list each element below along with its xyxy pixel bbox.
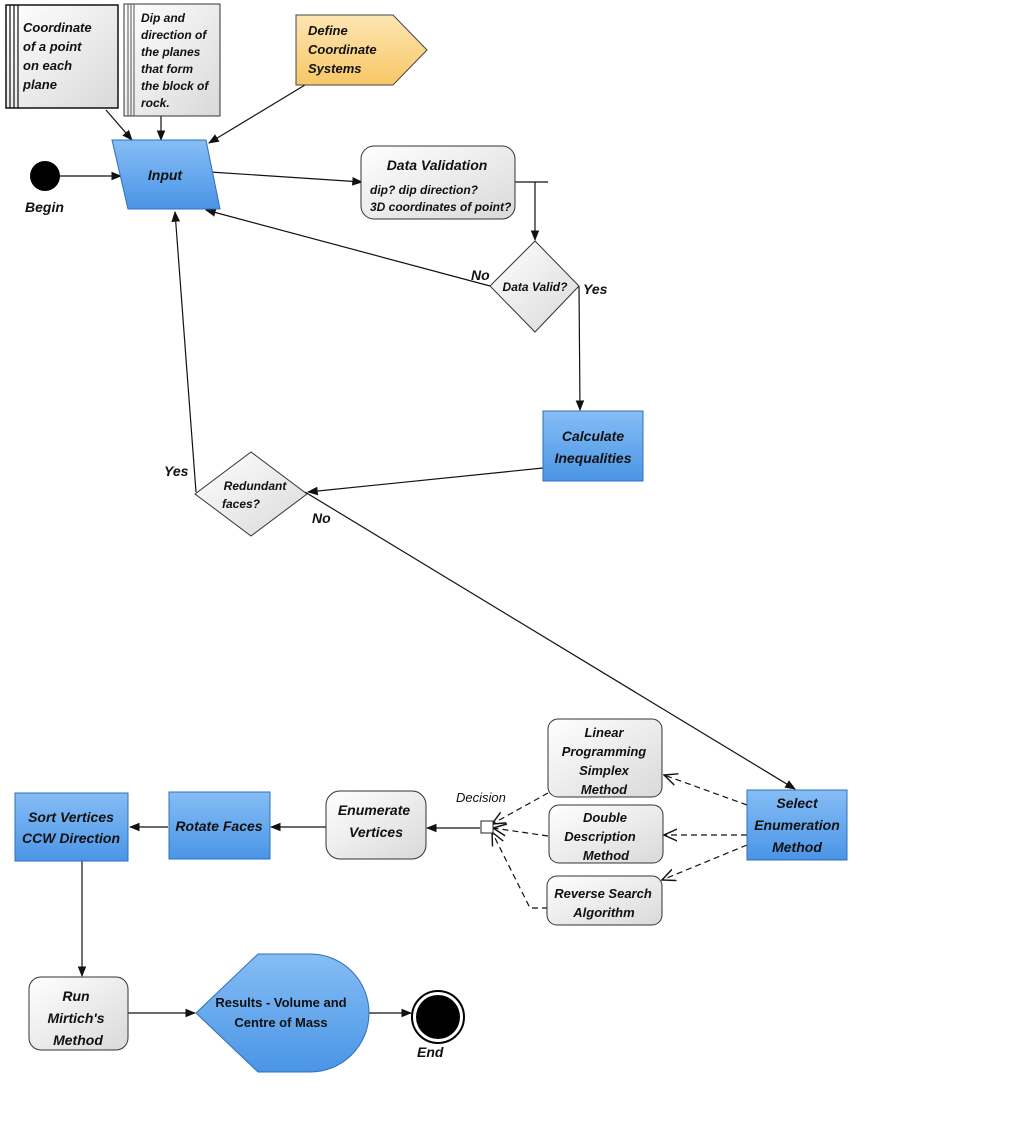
reverse-line-1: Reverse Search [554, 886, 652, 901]
edge-linear-decision [492, 792, 549, 824]
enumerate-line-1: Enumerate [338, 802, 411, 818]
edge-redundant-no-select [304, 491, 796, 790]
double-line-2: Description [564, 829, 636, 844]
select-enum-line-2: Enumeration [754, 817, 840, 833]
enumerate-vertices-node[interactable]: Enumerate Vertices [325, 790, 427, 860]
end-node[interactable]: End [411, 990, 465, 1060]
mirtich-line-3: Method [53, 1032, 103, 1048]
edge-select-reverse [662, 844, 748, 880]
select-enumeration-method-node[interactable]: Select Enumeration Method [746, 789, 848, 861]
edge-reverse-decision [492, 832, 548, 909]
dip-note-line-1: Dip and [141, 11, 186, 25]
decision-node[interactable]: Decision [456, 790, 506, 834]
double-line-3: Method [583, 848, 630, 863]
label-redundant-yes: Yes [164, 463, 189, 479]
run-mirtich-node[interactable]: Run Mirtich's Method [28, 976, 129, 1051]
define-coordinate-systems[interactable]: Define Coordinate Systems [295, 14, 428, 86]
data-valid-decision[interactable]: Data Valid? [489, 240, 580, 333]
linear-line-4: Method [581, 782, 628, 797]
coordinate-note-line-3: on each [23, 58, 72, 73]
redundant-line-1: Redundant [224, 479, 288, 493]
define-coords-line-2: Coordinate [308, 42, 377, 57]
label-data-valid-no: No [471, 267, 490, 283]
decision-label: Decision [456, 790, 506, 805]
calculate-inequalities-node[interactable]: Calculate Inequalities [542, 410, 644, 482]
rotate-label: Rotate Faces [175, 818, 262, 834]
results-line-1: Results - Volume and [215, 995, 346, 1010]
data-valid-label: Data Valid? [503, 280, 569, 294]
dip-direction-note[interactable]: Dip and direction of the planes that for… [123, 3, 221, 117]
linear-line-1: Linear [584, 725, 624, 740]
input-node[interactable]: Input [111, 139, 221, 210]
edge-redundant-yes-input [171, 210, 197, 493]
select-enum-line-3: Method [772, 839, 822, 855]
edge-double-decision [493, 828, 549, 837]
dashed-edges [492, 775, 748, 909]
double-line-1: Double [583, 810, 627, 825]
end-label: End [417, 1044, 444, 1060]
edges [60, 84, 796, 1018]
dip-note-line-3: the planes [141, 45, 201, 59]
begin-node[interactable]: Begin [25, 161, 64, 215]
coordinate-note-line-4: plane [22, 77, 57, 92]
coordinate-note-line-1: Coordinate [23, 20, 92, 35]
mirtich-line-2: Mirtich's [47, 1010, 104, 1026]
linear-line-2: Programming [562, 744, 647, 759]
rotate-faces-node[interactable]: Rotate Faces [168, 791, 271, 860]
coordinate-note[interactable]: Coordinate of a point on each plane [5, 4, 119, 109]
sort-line-1: Sort Vertices [28, 809, 114, 825]
coordinate-note-line-2: of a point [23, 39, 82, 54]
label-data-valid-yes: Yes [583, 281, 608, 297]
calc-line-2: Inequalities [554, 450, 631, 466]
redundant-faces-decision[interactable]: Redundant faces? [194, 451, 308, 537]
edge-define-coords-input [208, 84, 306, 144]
double-description-node[interactable]: Double Description Method [548, 804, 664, 864]
edge-input-validation [209, 171, 364, 186]
data-validation-node[interactable]: Data Validation dip? dip direction? 3D c… [360, 145, 516, 220]
define-coords-line-1: Define [308, 23, 348, 38]
dip-note-line-4: that form [141, 62, 193, 76]
input-label: Input [148, 167, 184, 183]
redundant-line-2: faces? [222, 497, 261, 511]
edge-coord-note-input [105, 109, 133, 141]
reverse-search-node[interactable]: Reverse Search Algorithm [546, 875, 663, 926]
reverse-line-2: Algorithm [572, 905, 635, 920]
dip-note-line-6: rock. [141, 96, 170, 110]
linear-line-3: Simplex [579, 763, 630, 778]
sort-vertices-node[interactable]: Sort Vertices CCW Direction [14, 792, 129, 862]
enumerate-line-2: Vertices [349, 824, 403, 840]
define-coords-line-3: Systems [308, 61, 361, 76]
edge-calc-redundant [306, 467, 544, 496]
begin-label: Begin [25, 199, 64, 215]
data-validation-line-2: 3D coordinates of point? [370, 200, 512, 214]
dip-note-line-2: direction of [141, 28, 207, 42]
edge-valid-calc [575, 285, 585, 412]
linear-programming-node[interactable]: Linear Programming Simplex Method [547, 718, 663, 798]
dip-note-line-5: the block of [141, 79, 209, 93]
results-node[interactable]: Results - Volume and Centre of Mass [195, 953, 370, 1073]
calc-line-1: Calculate [562, 428, 624, 444]
select-enum-line-1: Select [776, 795, 819, 811]
mirtich-line-1: Run [62, 988, 89, 1004]
results-line-2: Centre of Mass [234, 1015, 327, 1030]
sort-line-2: CCW Direction [22, 830, 120, 846]
data-validation-line-1: dip? dip direction? [370, 183, 479, 197]
label-redundant-no: No [312, 510, 331, 526]
edge-select-linear [664, 775, 748, 806]
edge-invalid-input [204, 208, 491, 287]
data-validation-title: Data Validation [387, 157, 488, 173]
